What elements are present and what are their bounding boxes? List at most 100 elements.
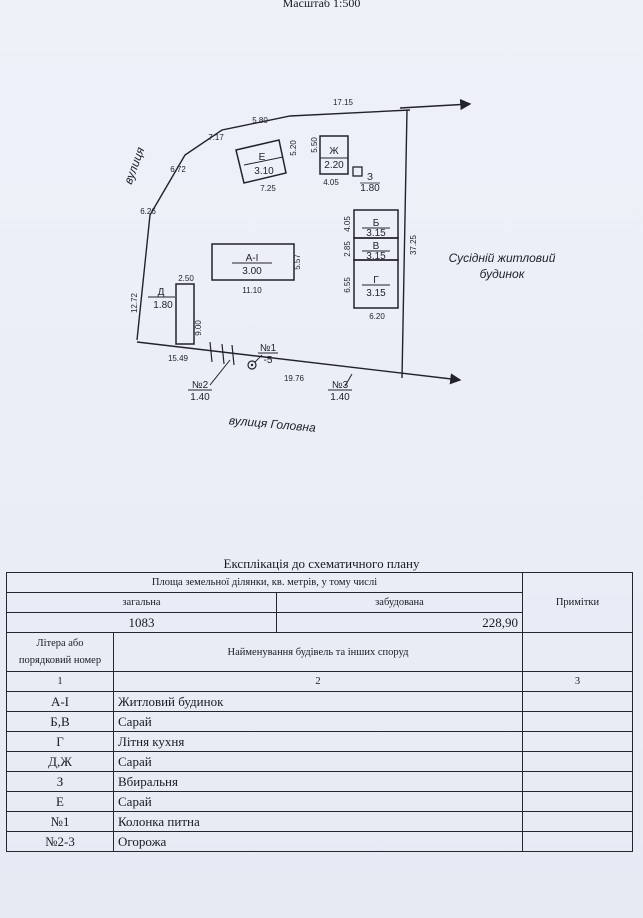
building-B-letter: Б	[373, 218, 380, 229]
table-row: Літера або порядковий номер Найменування…	[6, 632, 633, 672]
dim-label: 19.76	[284, 374, 305, 383]
site-plan: Е 3.10 Ж 2.20 З 1.80 А-І 3.00 Б 3.15	[121, 98, 556, 435]
plot-boundary	[136, 109, 411, 341]
neighbor-label-line2: будинок	[480, 267, 526, 281]
area-header: Площа земельної ділянки, кв. метрів, у т…	[6, 572, 523, 593]
notes-cell	[522, 711, 633, 732]
dim-label: 15.49	[168, 354, 189, 363]
well-value: -5	[264, 355, 273, 366]
dim-label: 11.10	[242, 286, 262, 295]
fence2-label: №2	[192, 380, 209, 391]
dim-label: 37.25	[409, 234, 418, 255]
col1-header: Літера або порядковий номер	[6, 632, 114, 672]
row-letter: №1	[6, 811, 114, 832]
neighbor-label-line1: Сусідній житловий	[449, 251, 556, 265]
fence3-marker: №3 1.40	[328, 380, 352, 403]
fence3-value: 1.40	[330, 392, 350, 403]
row-letter: Д,Ж	[6, 751, 114, 772]
row-letter: №2-3	[6, 831, 114, 852]
row-name: Огорожа	[113, 831, 523, 852]
row-name: Сарай	[113, 791, 523, 812]
dim-label: 17.15	[333, 98, 354, 107]
fence2-marker: №2 1.40	[188, 380, 212, 403]
built-label: забудована	[276, 592, 523, 613]
table-row: №1 Колонка питна	[6, 811, 633, 832]
notes-cell	[522, 731, 633, 752]
notes-cell	[522, 771, 633, 792]
gate-post	[221, 343, 225, 365]
table-row: Площа земельної ділянки, кв. метрів, у т…	[6, 572, 633, 633]
building-V-height: 3.15	[366, 251, 386, 262]
dim-label: 6.72	[170, 165, 186, 174]
building-B: Б 3.15	[353, 209, 399, 239]
dim-label: 6.55	[343, 277, 352, 293]
building-Zh-letter: Ж	[329, 146, 339, 157]
building-A: А-І 3.00	[211, 243, 295, 281]
dim-label: 7.17	[208, 133, 224, 142]
row-name: Житловий будинок	[113, 691, 523, 712]
table-row: Е Сарай	[6, 791, 633, 812]
dim-label: 6.20	[369, 312, 385, 321]
dim-label: 7.25	[260, 184, 276, 193]
building-V: В 3.15	[353, 237, 399, 262]
table-row: №2-3 Огорожа	[6, 831, 633, 852]
row-name: Сарай	[113, 751, 523, 772]
building-G-letter: Г	[373, 275, 379, 286]
fence2-leader	[209, 359, 231, 386]
building-Z-height: 1.80	[360, 183, 380, 194]
built-value: 228,90	[276, 612, 523, 633]
fence3-leader	[344, 373, 353, 387]
building-E: Е 3.10	[235, 139, 287, 184]
gate-post	[231, 344, 235, 366]
notes-cell	[522, 632, 633, 672]
col-number: 1	[6, 671, 114, 692]
building-D-letter: Д	[158, 287, 165, 298]
row-letter: А-І	[6, 691, 114, 712]
building-A-height: 3.00	[242, 266, 262, 277]
table-row: 1083 228,90	[6, 612, 633, 633]
gate-post	[209, 341, 213, 363]
fence2-value: 1.40	[190, 392, 210, 403]
col-number: 3	[522, 671, 633, 692]
building-D-height: 1.80	[153, 300, 173, 311]
building-Zh: Ж 2.20	[319, 135, 349, 175]
notes-header: Примітки	[522, 572, 633, 633]
street-left-label: вулиця	[121, 145, 148, 186]
row-letter: Г	[6, 731, 114, 752]
dim-label: 5.20	[289, 140, 298, 156]
col2-header: Найменування будівель та інших споруд	[113, 632, 523, 672]
row-name: Колонка питна	[113, 811, 523, 832]
notes-cell	[522, 831, 633, 852]
building-Z: З 1.80	[352, 166, 380, 194]
table-row: Б,В Сарай	[6, 711, 633, 732]
dim-label: 5.50	[310, 137, 319, 153]
notes-cell	[522, 811, 633, 832]
total-label: загальна	[6, 592, 277, 613]
building-E-letter: Е	[259, 152, 266, 163]
right-boundary	[401, 109, 408, 379]
dim-label: 5.57	[293, 254, 302, 270]
well-marker: №1 -5	[247, 343, 278, 370]
row-letter: З	[6, 771, 114, 792]
building-G: Г 3.15	[353, 259, 399, 309]
building-V-letter: В	[373, 241, 380, 252]
building-B-height: 3.15	[366, 228, 386, 239]
building-E-height: 3.10	[254, 166, 274, 177]
notes-cell	[522, 751, 633, 772]
scale-title: Масштаб 1:500	[282, 0, 361, 10]
row-letter: Б,В	[6, 711, 114, 732]
notes-cell	[522, 791, 633, 812]
top-boundary-arrow	[399, 98, 472, 111]
table-row: загальна забудована	[6, 592, 633, 613]
table-row: З Вбиральня	[6, 771, 633, 792]
dim-label: 4.05	[343, 216, 352, 232]
row-name: Літня кухня	[113, 731, 523, 752]
row-letter: Е	[6, 791, 114, 812]
street-line	[136, 341, 462, 385]
dim-label: 4.05	[323, 178, 339, 187]
notes-cell	[522, 691, 633, 712]
well-label: №1	[260, 343, 277, 354]
explication-table: Площа земельної ділянки, кв. метрів, у т…	[6, 572, 633, 852]
row-name: Сарай	[113, 711, 523, 732]
